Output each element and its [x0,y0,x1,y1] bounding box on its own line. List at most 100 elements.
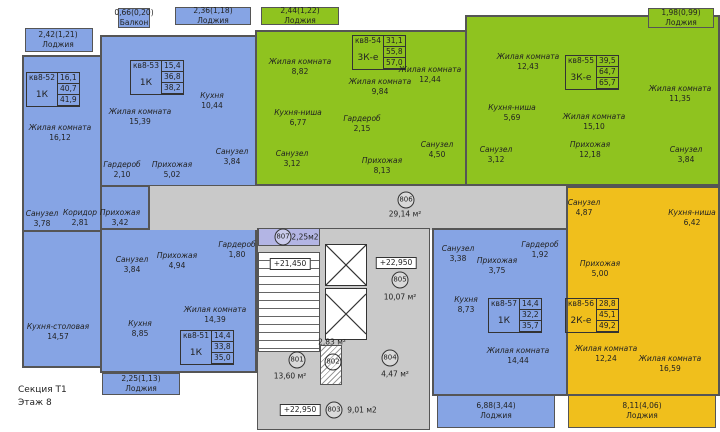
apartment-8-56-zone[interactable] [566,186,720,396]
apartment-8-57-zone[interactable] [432,228,568,396]
loggia-label: 6,88(3,44)Лоджия [476,401,515,421]
room-area: 5,02 [163,170,181,179]
room-number-circle: 807 [274,228,292,246]
total-area: 33,8 [210,342,233,353]
room-name: Жилая комната [348,77,412,86]
room-area: 3,42 [111,218,129,227]
apartment-number: кв8-52 [29,73,55,82]
apartment-8-54-zone[interactable] [255,30,467,186]
balcony[interactable] [118,8,150,28]
loggia[interactable] [102,373,180,395]
apartment-type: 3К-е [357,53,379,63]
room-area: 12,44 [419,75,441,84]
apartment-type: 1К [139,78,153,88]
level-mark: +22,950 [375,257,417,269]
room-name: Жилая комната [486,346,550,355]
loggia[interactable] [25,28,93,52]
living-area: 14,4 [518,299,541,310]
room-name: Санузел [420,140,454,149]
living-area: 15,4 [160,61,183,72]
loggia[interactable] [568,395,716,428]
loggia[interactable] [648,8,714,28]
loggia-area: 2,25(1,13) [121,374,161,383]
room-name: Прихожая [156,251,198,260]
room-name: Санузел [115,255,149,264]
apartment-8-52-kitchen-zone[interactable] [22,230,102,368]
apartment-8-55-zone[interactable] [465,15,720,186]
room-area: 6,42 [683,218,701,227]
room-number-circle: 805 [391,271,409,289]
elevator-shaft [325,288,367,340]
room-area: 29,14 м² [388,209,422,219]
apartment-8-52-zone[interactable] [22,55,102,235]
apartment-type: 1К [497,316,511,326]
loggia[interactable] [437,395,555,428]
room-name: Прихожая [476,256,518,265]
loggia-area: 0,66(0,20) [114,8,154,17]
loggia[interactable] [175,7,251,25]
room-area: 8,13 [373,166,391,175]
apartment-8-51-zone[interactable] [100,228,257,373]
room-area: 3,12 [487,155,505,164]
living-area: 31,1 [382,36,405,47]
loggia-area: 8,11(4,06) [622,401,662,410]
room-area: 2,10 [113,170,131,179]
loggia[interactable] [261,7,339,25]
living-area: 16,1 [56,73,79,84]
room-name: Кухня-ниша [274,108,322,117]
total-area-with-loggia: 35,7 [518,321,541,332]
room-name: Гардероб [343,114,381,123]
room-area: 6,77 [289,118,307,127]
loggia-name: Лоджия [125,384,157,393]
room-name: Жилая комната [562,112,626,121]
room-area: 2,81 [71,218,89,227]
